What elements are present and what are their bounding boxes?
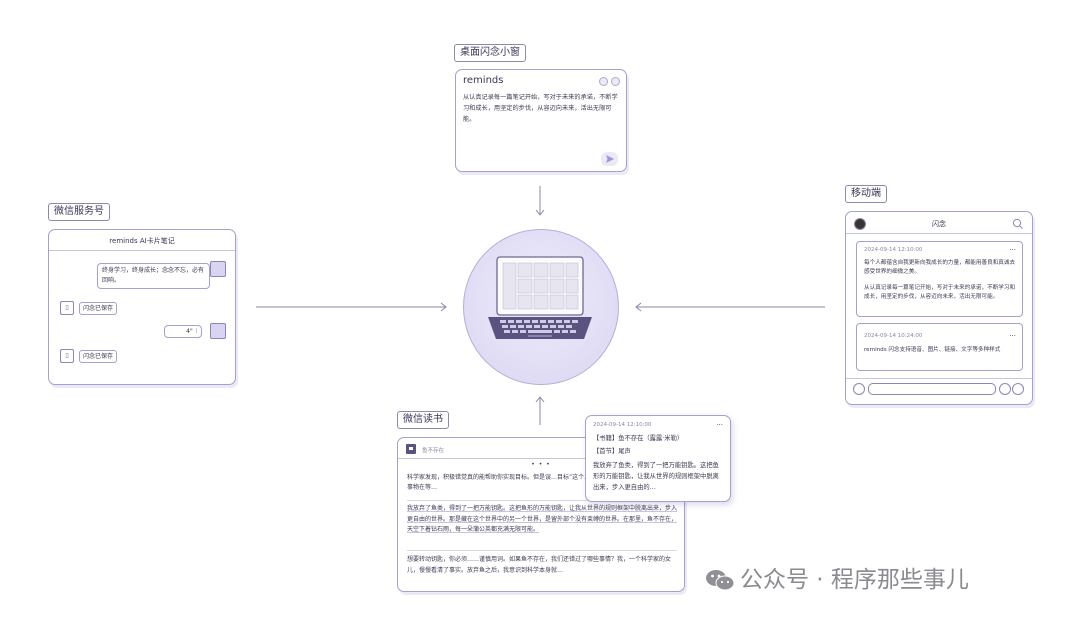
- note-text-1: 每个人都蕴含自我更新向我成长的力量，都能用善良和真诚去感受世界的细微之美。: [864, 260, 1016, 275]
- saved-reply-1: 闪念已保存: [79, 302, 118, 315]
- note-card-1[interactable]: 2024-09-14 12:10:00 ··· 每个人都蕴含自我更新向我成长的力…: [856, 241, 1023, 317]
- bottom-divider: [846, 378, 1032, 379]
- weread-paragraph-2: 我放弃了鱼类，得到了一把万能钥匙。这把鱼形的万能钥匙，让我从世界的规则框架中脱离…: [407, 505, 678, 533]
- weread-paragraph-1: 科学家发现，积极错觉真的能帮助你实现目标。但是误…目标”这个单一的人生轨迹之外，…: [407, 474, 675, 491]
- note-date: 2024-09-14 12:10:00: [864, 247, 923, 253]
- chat-bubble-text: 终身学习，终身成长；念念不忘，必有回响。: [97, 263, 210, 289]
- input-left-button[interactable]: [853, 383, 865, 395]
- window-dot-left-icon[interactable]: [599, 77, 608, 86]
- send-button[interactable]: [601, 152, 618, 166]
- avatar[interactable]: [854, 218, 866, 230]
- popup-text: 我放弃了鱼类，得到了一把万能钥匙。这把鱼形的万能钥匙，让我从世界的规则框架中脱离…: [593, 462, 719, 491]
- page-dots: • • •: [531, 461, 551, 468]
- popup-chapter-line: 【首节】尾声: [593, 448, 631, 455]
- reminds-title: reminds: [463, 75, 504, 86]
- reminds-desktop-window: reminds 从认真记录每一篇笔记开始，写对于未来的承诺，不断学习和成长，用坚…: [455, 69, 627, 172]
- bot-avatar-icon-2: ▯: [60, 349, 74, 363]
- note-input[interactable]: [868, 383, 996, 395]
- paragraph-divider: [407, 550, 677, 551]
- book-icon: [406, 444, 416, 454]
- voice-duration: 4": [186, 328, 193, 335]
- input-button-1[interactable]: [999, 383, 1011, 395]
- weread-paragraph-3: 想要转动钥匙，你必须……谨慎用词。如果鱼不存在，我们还错过了哪些事情？我，一个科…: [407, 556, 672, 574]
- highlight-popup[interactable]: 2024-09-14 12:10:00 ··· 【书籍】鱼不存在（露露·米勒） …: [585, 415, 731, 502]
- weread-header-divider: [398, 458, 684, 459]
- wechat-service-panel: reminds AI卡片笔记 终身学习，终身成长；念念不忘，必有回响。 ▯ 闪念…: [48, 229, 236, 385]
- window-dot-right-icon[interactable]: [611, 77, 620, 86]
- voice-bubble[interactable]: 4"⦚: [164, 325, 202, 338]
- voice-wave-icon: ⦚: [195, 328, 197, 335]
- paragraph-divider: [407, 500, 677, 501]
- saved-reply-2: 闪念已保存: [79, 350, 118, 363]
- note-text-2: 从认真记录每一篇笔记开始，写对于未来的承诺，不断学习和成长，用坚定的步伐，从容迈…: [864, 285, 1016, 300]
- user-avatar-2: [210, 323, 226, 339]
- wechat-logo-icon: [706, 570, 735, 591]
- search-icon[interactable]: [1012, 218, 1024, 230]
- bot-avatar-icon: ▯: [60, 301, 74, 315]
- mobile-title: 闪念: [932, 220, 946, 228]
- more-icon[interactable]: ···: [1009, 246, 1016, 254]
- mobile-panel: 闪念 2024-09-14 12:10:00 ··· 每个人都蕴含自我更新向我成…: [845, 211, 1033, 405]
- reminds-text: 从认真记录每一篇笔记开始，写对于未来的承诺，不断学习和成长，用坚定的步伐，从容迈…: [463, 94, 618, 123]
- book-title: 鱼不存在: [422, 448, 445, 454]
- note-card-2[interactable]: 2024-09-14 10:24:00 ··· reminds 闪念支持语音、图…: [856, 323, 1023, 371]
- user-avatar: [210, 261, 226, 277]
- tag-desktop-window: 桌面闪念小窗: [454, 44, 526, 62]
- tag-weread: 微信读书: [397, 411, 449, 429]
- header-divider: [49, 250, 235, 251]
- mobile-header-divider: [846, 233, 1032, 234]
- watermark-text: 公众号 · 程序那些事儿: [740, 567, 969, 593]
- popup-book-line: 【书籍】鱼不存在（露露·米勒）: [593, 435, 684, 442]
- note-date: 2024-09-14 10:24:00: [864, 333, 923, 339]
- popup-date: 2024-09-14 12:10:00: [593, 422, 652, 428]
- more-icon[interactable]: ···: [716, 421, 723, 429]
- more-icon[interactable]: ···: [1009, 332, 1016, 340]
- wechat-header: reminds AI卡片笔记: [109, 237, 175, 245]
- laptop-icon: [488, 256, 592, 339]
- tag-mobile: 移动端: [845, 185, 887, 203]
- send-icon: [606, 155, 614, 163]
- input-button-2[interactable]: [1012, 383, 1024, 395]
- note-text: reminds 闪念支持语音、图片、链接、文字等多种样式: [864, 347, 1001, 353]
- tag-wechat-service: 微信服务号: [48, 203, 110, 221]
